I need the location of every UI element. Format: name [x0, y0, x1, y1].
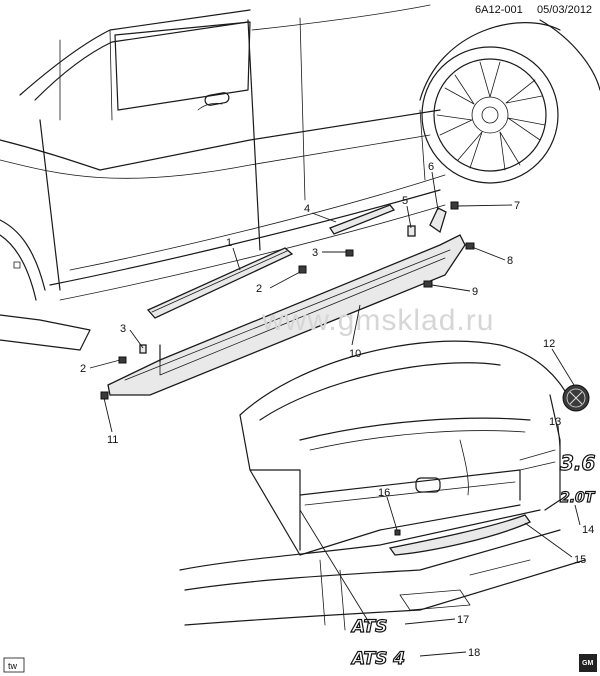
- diagram-date: 05/03/2012: [537, 4, 592, 16]
- callout-10: 10: [349, 348, 361, 360]
- callout-17: 17: [457, 614, 469, 626]
- part-4-rocker-molding-rear: [329, 204, 396, 235]
- callout-numbers: 1 2 3 4 5 6 7 8 9 10 11 12 13 14 15 16 1…: [80, 161, 594, 659]
- emblem-14-badge: 2.0T: [560, 490, 596, 506]
- watermark: www.gmsklad.ru: [261, 304, 494, 337]
- callout-2: 2: [256, 283, 262, 295]
- gm-logo-text: GM: [582, 660, 593, 667]
- callout-6: 6: [428, 161, 434, 173]
- callout-5: 5: [402, 195, 408, 207]
- callout-3: 3: [312, 247, 318, 259]
- emblem-18-badge: ATS 4: [350, 649, 405, 669]
- part-15-rear-molding: [388, 514, 531, 556]
- callout-13: 13: [549, 416, 561, 428]
- vehicle-rear-view: [179, 340, 586, 631]
- part-6-rocker-end: [429, 207, 447, 234]
- callout-8: 8: [507, 255, 513, 267]
- callout-15: 15: [574, 554, 586, 566]
- vehicle-side-view: [0, 4, 600, 351]
- leader-lines: [89, 171, 581, 657]
- corner-tag: tw: [8, 661, 18, 671]
- callout-9: 9: [472, 286, 478, 298]
- part-10-rocker-panel: [107, 234, 466, 396]
- callout-14: 14: [582, 524, 594, 536]
- callout-11: 11: [107, 434, 118, 446]
- callout-7: 7: [514, 200, 520, 212]
- callout-2-lower: 2: [80, 363, 86, 375]
- callout-4: 4: [304, 203, 310, 215]
- part-12-emblem-crest: [562, 384, 590, 412]
- callout-12: 12: [543, 338, 555, 350]
- emblem-17-badge: ATS: [350, 617, 387, 637]
- diagram-code: 6A12-001: [475, 4, 523, 16]
- corner-tag-box: [3, 657, 25, 673]
- emblem-13-badge: 3.6: [560, 451, 596, 475]
- callout-18: 18: [468, 647, 480, 659]
- wheel-spokes: [436, 61, 546, 171]
- callout-3-lower: 3: [120, 323, 126, 335]
- callout-16: 16: [378, 487, 390, 499]
- callout-1: 1: [226, 237, 232, 249]
- gm-logo: [579, 654, 597, 672]
